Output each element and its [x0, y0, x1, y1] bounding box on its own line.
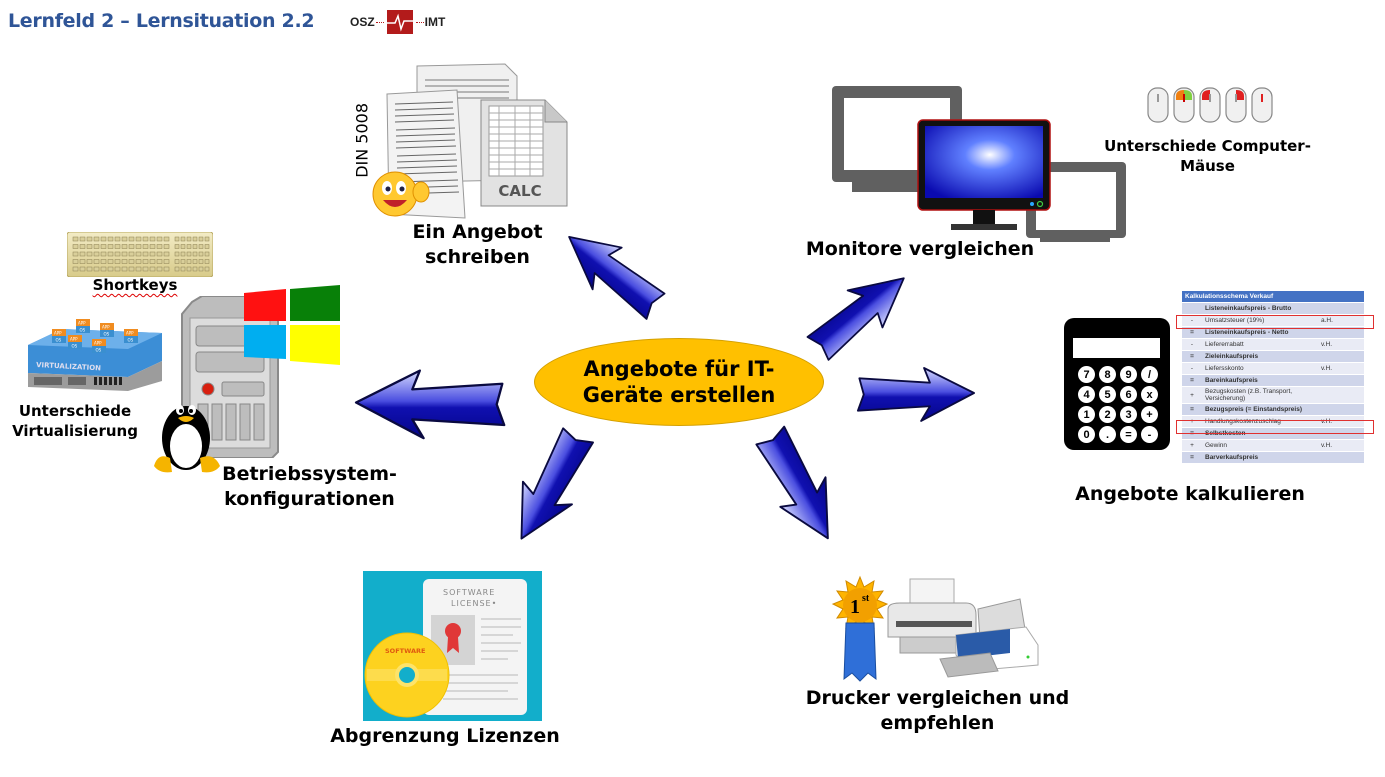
vm-box: APP OS — [68, 335, 82, 349]
svg-text:SOFTWARE: SOFTWARE — [443, 588, 495, 597]
monitors-illustration — [828, 84, 1128, 244]
central-topic: Angebote für IT- Geräte erstellen — [534, 338, 824, 426]
svg-text:OS: OS — [56, 338, 62, 343]
calculator-key: 9 — [1120, 366, 1137, 383]
logo-text-right: IMT — [424, 15, 446, 29]
central-topic-line1: Angebote für IT- — [583, 356, 775, 381]
documents-illustration — [365, 60, 575, 220]
keyboard-icon — [66, 231, 214, 278]
svg-text:APP: APP — [94, 341, 102, 346]
svg-text:LICENSE•: LICENSE• — [451, 599, 497, 608]
arrow-to-betriebssystem — [352, 365, 512, 440]
svg-text:OS: OS — [80, 328, 86, 333]
kalkulationsschema-header: Kalkulationsschema Verkauf — [1182, 291, 1364, 303]
kalkulationsschema-table: Kalkulationsschema Verkauf Listeneinkauf… — [1182, 291, 1364, 464]
software-license-illustration: SOFTWARE LICENSE• SOFTWARE — [363, 571, 542, 721]
kalkulationsschema-row: Listeneinkaufspreis - Brutto — [1182, 302, 1364, 315]
svg-text:APP: APP — [70, 337, 78, 342]
calculator-key: - — [1141, 426, 1158, 443]
vm-box: APP OS — [100, 323, 114, 337]
calculator-key: 8 — [1099, 366, 1116, 383]
calculator-key: 5 — [1099, 386, 1116, 403]
svg-text:VIRTUALIZATION: VIRTUALIZATION — [36, 361, 101, 372]
svg-text:OS: OS — [72, 344, 78, 349]
svg-text:APP: APP — [126, 331, 134, 336]
calculator-key: / — [1141, 366, 1158, 383]
calculator-key: 1 — [1078, 406, 1095, 423]
logo-text-left: OSZ — [350, 15, 375, 29]
kalkulationsschema-row: =Listeneinkaufspreis - Netto — [1182, 326, 1364, 339]
label-monitore-vergleichen: Monitore vergleichen — [805, 238, 1035, 260]
arrow-to-angebot-schreiben — [548, 212, 680, 333]
arrow-to-monitore — [795, 253, 925, 376]
calculator-key: 7 — [1078, 366, 1095, 383]
label-betriebssystem: Betriebssystem- konfigurationen — [222, 463, 397, 510]
calculator-key: 3 — [1120, 406, 1137, 423]
calculator-key: . — [1099, 426, 1116, 443]
svg-text:APP: APP — [54, 331, 62, 336]
calculator-key: 4 — [1078, 386, 1095, 403]
calculator-screen — [1073, 338, 1160, 358]
mice-illustration — [1146, 86, 1276, 126]
label-shortkeys: Shortkeys — [92, 276, 178, 294]
central-topic-line2: Geräte erstellen — [582, 383, 776, 407]
kalkulationsschema-row: =Bezugspreis (= Einstandspreis) — [1182, 403, 1364, 416]
linux-tux-icon — [152, 392, 222, 474]
label-unterschiede-maeuse: Unterschiede Computer- Mäuse — [1104, 137, 1311, 175]
osz-imt-logo: OSZ IMT — [350, 10, 445, 34]
highlight-handlungskosten — [1176, 420, 1374, 434]
svg-text:OS: OS — [96, 348, 102, 353]
award-rank: 1 — [850, 596, 860, 618]
calculator-key: 6 — [1120, 386, 1137, 403]
label-unterschiede-virtualisierung: Unterschiede Virtualisierung — [12, 402, 138, 440]
label-ein-angebot-schreiben: Ein Angebot schreiben — [412, 221, 543, 268]
printers-illustration: 1 st — [830, 575, 1050, 685]
svg-text:OS: OS — [104, 332, 110, 337]
heartbeat-icon — [386, 10, 413, 34]
calculator-key: x — [1141, 386, 1158, 403]
svg-text:st: st — [862, 593, 870, 604]
vm-box: APP OS — [52, 329, 66, 343]
svg-text:SOFTWARE: SOFTWARE — [385, 647, 425, 655]
label-abgrenzung-lizenzen: Abgrenzung Lizenzen — [330, 725, 560, 747]
calculator-key: 0 — [1078, 426, 1095, 443]
kalkulationsschema-row: -Umsatzsteuer (19%)a.H. — [1182, 314, 1364, 327]
svg-text:OS: OS — [128, 338, 134, 343]
vm-box: APP OS — [92, 339, 106, 353]
calc-label: CALC — [498, 182, 542, 200]
calculator-key: = — [1120, 426, 1137, 443]
kalkulationsschema-row: =Zieleinkaufspreis — [1182, 350, 1364, 363]
vm-box: APP OS — [124, 329, 138, 343]
kalkulationsschema-row: +Bezugskosten (z.B. Transport, Versicher… — [1182, 386, 1364, 404]
kalkulationsschema-row: =Barverkaufspreis — [1182, 451, 1364, 464]
label-drucker-vergleichen: Drucker vergleichen und empfehlen — [805, 687, 1070, 734]
svg-text:APP: APP — [78, 321, 86, 326]
arrow-to-kalkulieren — [852, 362, 977, 424]
arrow-to-drucker — [734, 406, 861, 566]
windows-logo-icon — [242, 285, 342, 365]
page-title: Lernfeld 2 – Lernsituation 2.2 — [8, 10, 315, 32]
vm-box: APP OS — [76, 319, 90, 333]
calculator-key: 2 — [1099, 406, 1116, 423]
kalkulationsschema-row: =Bareinkaufspreis — [1182, 374, 1364, 387]
calculator-key: + — [1141, 406, 1158, 423]
din-5008-label: DIN 5008 — [352, 102, 372, 178]
label-angebote-kalkulieren: Angebote kalkulieren — [1075, 483, 1305, 505]
highlight-umsatzsteuer — [1176, 315, 1374, 329]
svg-text:APP: APP — [102, 325, 110, 330]
